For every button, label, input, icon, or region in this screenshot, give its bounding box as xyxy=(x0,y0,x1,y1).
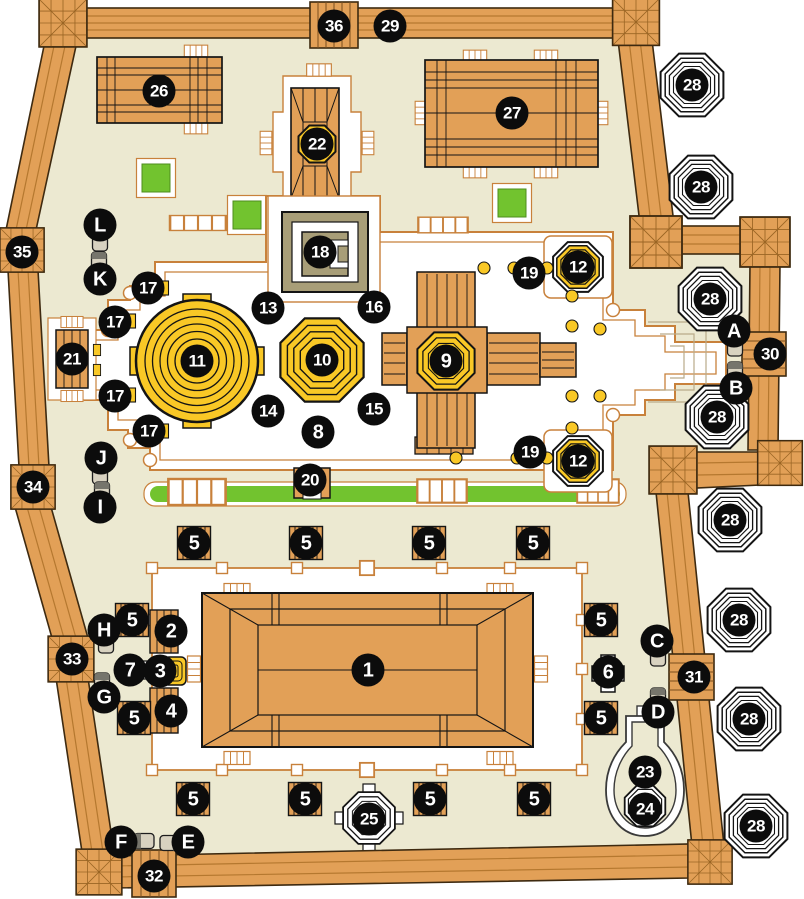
object-3-gilded-shrine xyxy=(163,656,187,686)
building-2 xyxy=(149,609,179,654)
inner-south-gate xyxy=(293,467,331,500)
gate-35 xyxy=(0,227,45,273)
gate-34 xyxy=(10,464,56,510)
south-hedge xyxy=(143,477,627,507)
fence xyxy=(417,216,469,234)
corner-tower-northeast xyxy=(611,0,661,47)
building-21-west-gate xyxy=(47,315,102,403)
gate-31 xyxy=(668,653,715,701)
building-1-main-hall xyxy=(186,582,549,766)
gate-33 xyxy=(47,635,95,683)
building-12-south-tower xyxy=(543,429,613,493)
building-26-hall xyxy=(96,44,223,135)
building-10-octagonal-monument xyxy=(279,317,365,403)
corner-tower xyxy=(756,439,804,487)
gate-30 xyxy=(741,331,787,377)
gate-32 xyxy=(131,849,177,898)
building-12-north-tower xyxy=(543,235,613,299)
building-4 xyxy=(149,687,179,734)
object-7-stele xyxy=(140,660,151,680)
corner-tower-southeast xyxy=(687,839,733,885)
fence xyxy=(168,214,228,232)
structure-18-enclosure xyxy=(267,195,381,303)
building-27-hall xyxy=(414,49,609,179)
corner-tower xyxy=(648,445,698,495)
building-9-cruciform-hall xyxy=(381,271,577,449)
gate-36 xyxy=(309,1,359,49)
corner-tower-northwest xyxy=(38,0,88,48)
corner-tower xyxy=(629,215,683,269)
corner-tower-southwest xyxy=(75,848,123,896)
structure-24-octagon xyxy=(623,784,667,828)
corner-tower xyxy=(739,216,791,268)
